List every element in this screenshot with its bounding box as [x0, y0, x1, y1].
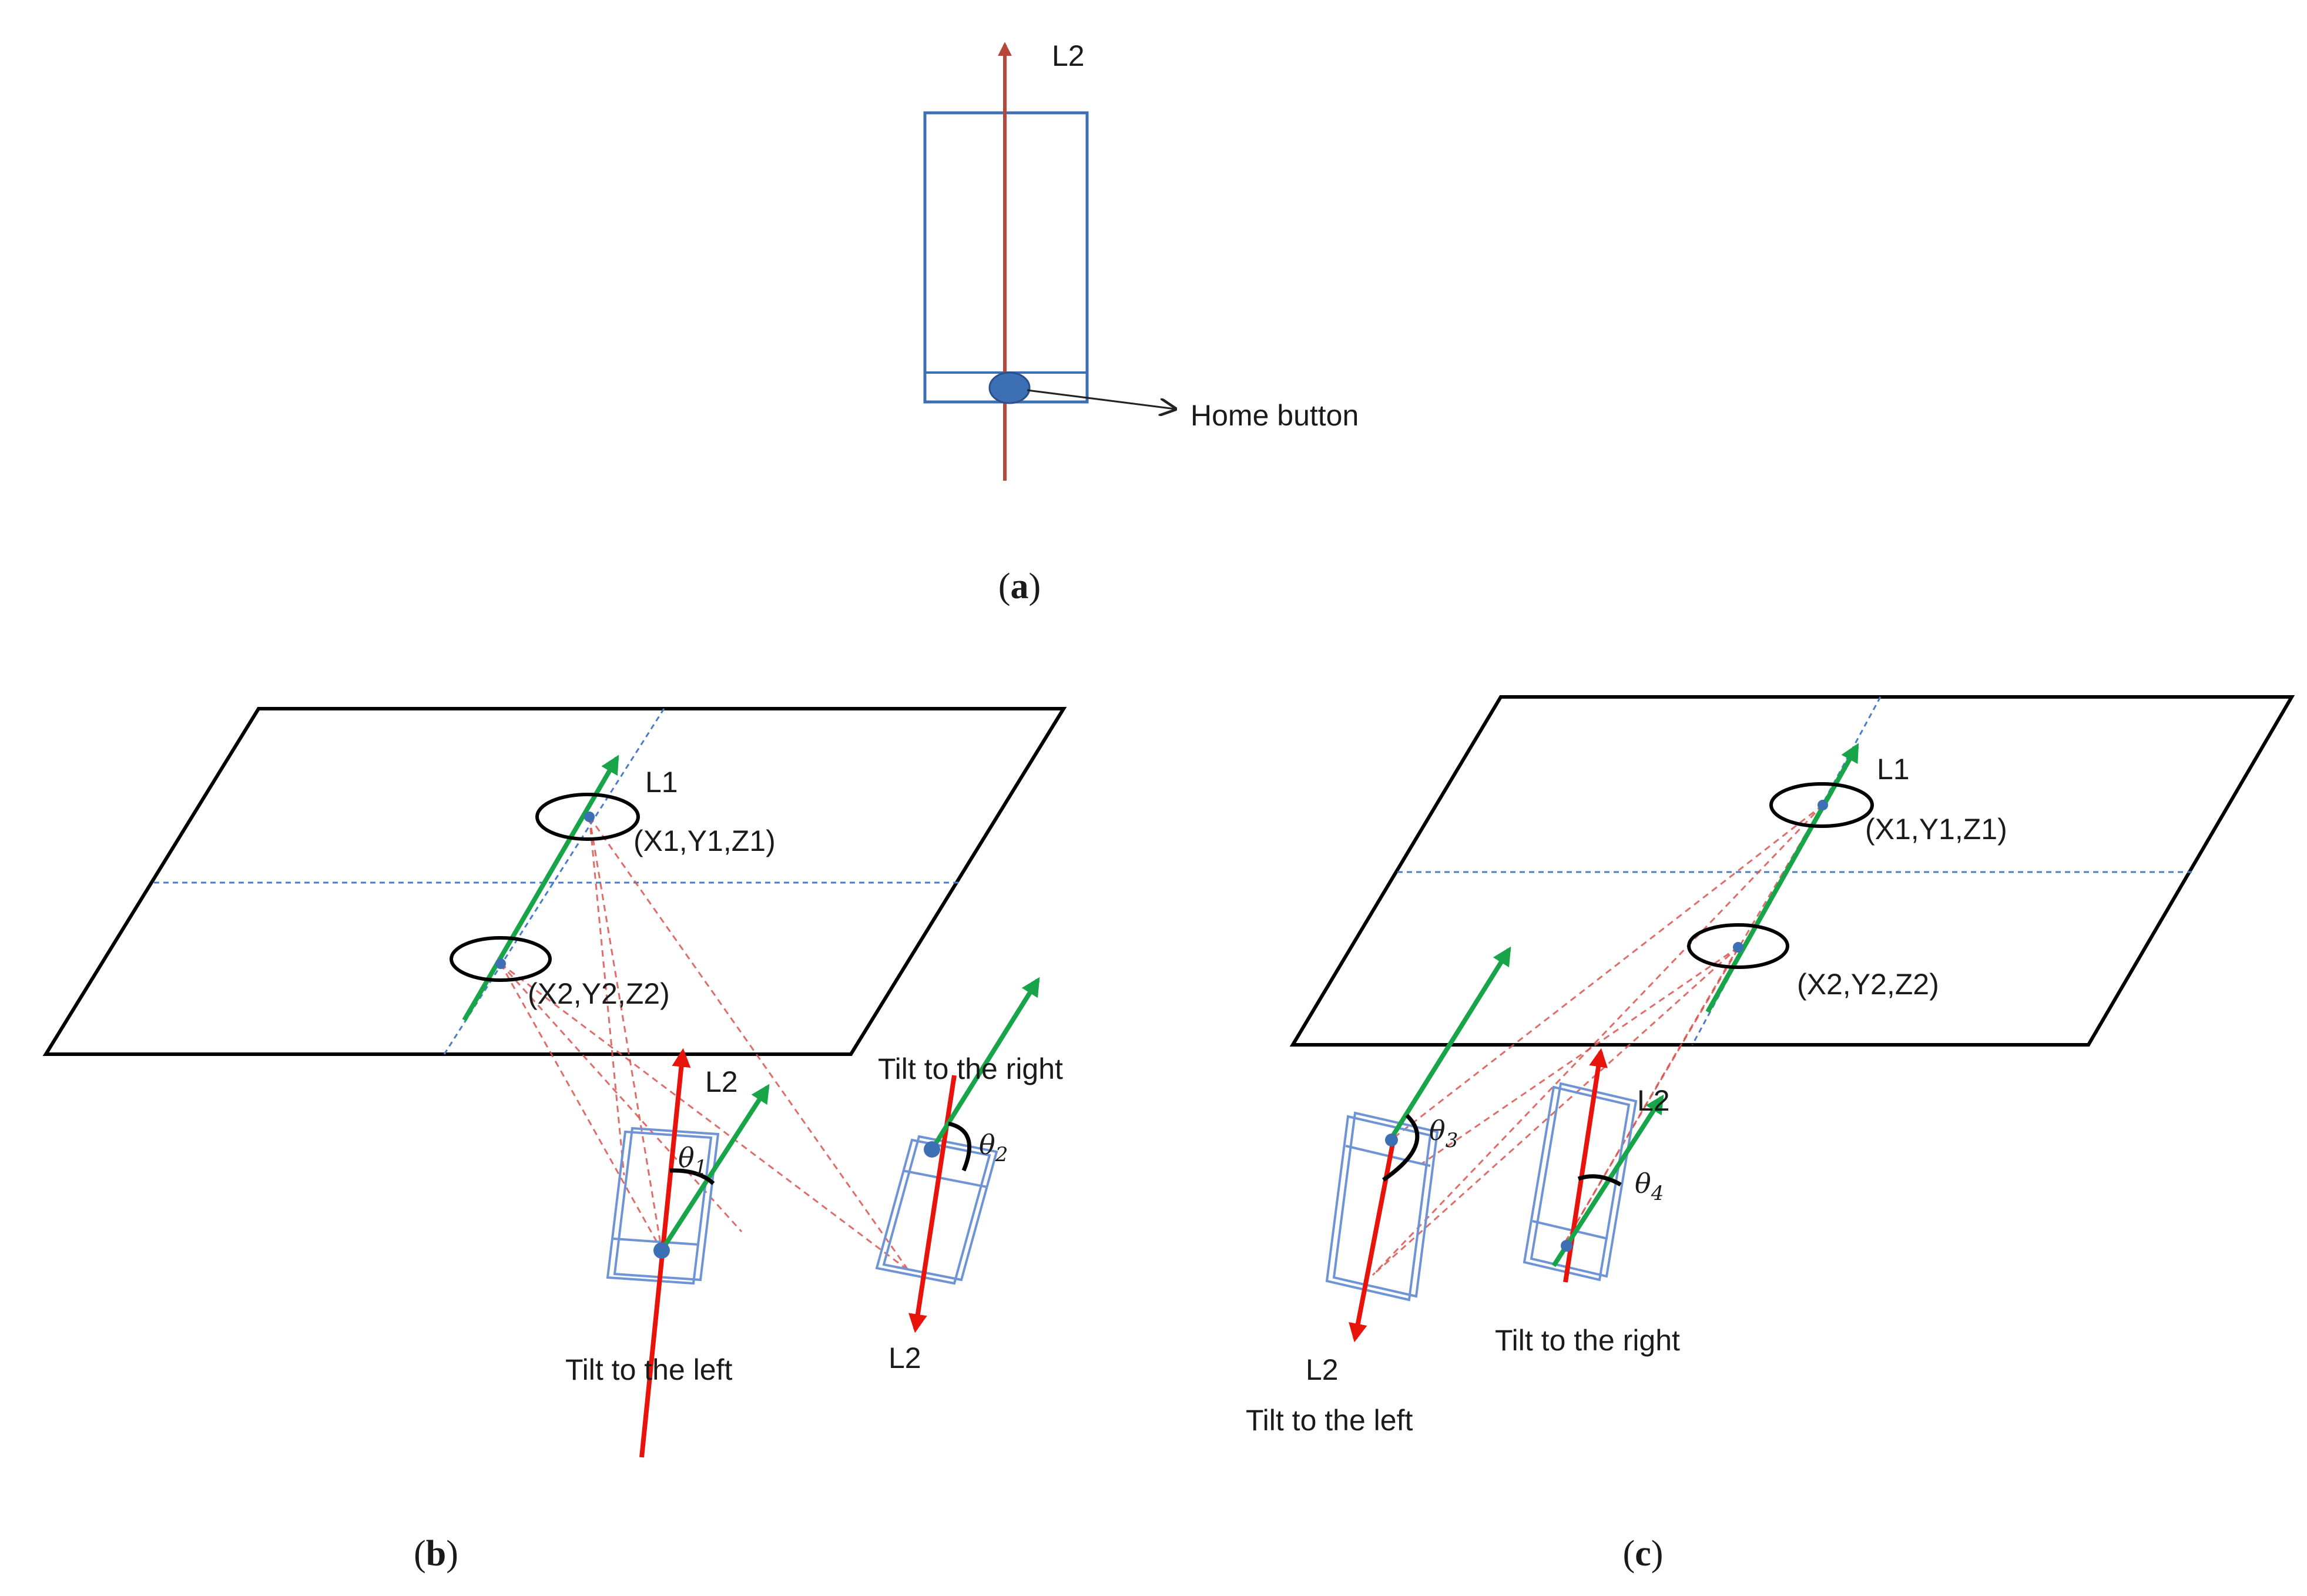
panel-b-caption: (b)	[414, 1534, 458, 1574]
point2-label-c: (X2,Y2,Z2)	[1797, 968, 1939, 1001]
theta4-label: θ4	[1635, 1168, 1664, 1205]
plane-c	[1289, 695, 2295, 1047]
home-button-dot-b-right	[924, 1141, 940, 1158]
home-button-dot-b-left	[653, 1242, 670, 1259]
theta3-label: θ3	[1429, 1115, 1458, 1152]
phone-right-c	[1523, 1082, 1638, 1282]
panel-c: L1 (X1,Y1,Z1) (X2,Y2,Z2) L2 θ3 θ4 Tilt t…	[1246, 695, 2295, 1574]
tilt-left-label-b: Tilt to the left	[565, 1353, 732, 1386]
l1-label-c: L1	[1877, 753, 1910, 786]
projection-rays-c	[1372, 804, 1824, 1276]
point2-label-b: (X2,Y2,Z2)	[528, 977, 670, 1010]
l1-axis-arrow-b	[462, 755, 619, 1022]
l2-label-c-down: L2	[1306, 1353, 1339, 1386]
target-ring-2-b	[450, 936, 552, 982]
tilt-left-label-c: Tilt to the left	[1246, 1404, 1413, 1437]
theta2-label: θ2	[979, 1129, 1008, 1166]
theta1-arc	[669, 1168, 715, 1185]
panel-b: L1 (X1,Y1,Z1) (X2,Y2,Z2) L2 θ1 θ2 Tilt t…	[42, 707, 1067, 1574]
panel-a-caption: (a)	[998, 566, 1041, 606]
l1-label-b: L1	[645, 766, 678, 799]
plane-b	[42, 707, 1067, 1056]
tilt-axis-arrow-b-right	[930, 977, 1040, 1151]
point1-label-c: (X1,Y1,Z1)	[1865, 813, 2007, 846]
target-point-2-c	[1733, 942, 1743, 953]
target-ring-1-b	[535, 793, 640, 841]
tilt-axis-arrow-b-left	[659, 1084, 770, 1252]
phone-left-b	[606, 1126, 720, 1285]
point1-label-b: (X1,Y1,Z1)	[633, 824, 776, 857]
l2-axis-label: L2	[1052, 39, 1085, 72]
l2-axis-arrow-c-left	[1349, 1137, 1396, 1343]
theta3-arc	[1382, 1114, 1420, 1182]
target-point-1-c	[1818, 800, 1828, 810]
l2-label-b-down: L2	[888, 1342, 921, 1374]
home-button-icon	[988, 371, 1031, 404]
target-point-1-b	[584, 812, 595, 822]
tilt-right-label-c: Tilt to the right	[1495, 1324, 1680, 1357]
panel-a: L2 Home button (a)	[923, 39, 1359, 606]
home-button-dot-c-right	[1561, 1240, 1572, 1252]
tilt-right-label-b: Tilt to the right	[878, 1052, 1063, 1085]
home-button-dot-c-left	[1385, 1134, 1398, 1146]
green-axis-arrow-c-left	[1386, 946, 1511, 1145]
green-axis-arrow-c-right	[1551, 1094, 1664, 1268]
theta1-label: θ1	[678, 1142, 707, 1179]
l2-label-b-up: L2	[705, 1065, 738, 1098]
l2-axis-arrow-b-right	[908, 1075, 957, 1333]
target-ring-2-c	[1687, 923, 1789, 969]
panel-c-caption: (c)	[1623, 1534, 1664, 1574]
target-ring-1-c	[1769, 782, 1874, 828]
theta2-arc	[948, 1121, 972, 1172]
projection-rays-b	[499, 816, 910, 1272]
home-button-label: Home button	[1191, 399, 1359, 432]
plane-b-diagonal-guide	[443, 708, 665, 1055]
l2-label-c-up: L2	[1637, 1084, 1670, 1117]
theta4-arc	[1577, 1174, 1622, 1187]
callout-arrow	[1027, 389, 1175, 409]
target-point-2-b	[495, 958, 506, 969]
